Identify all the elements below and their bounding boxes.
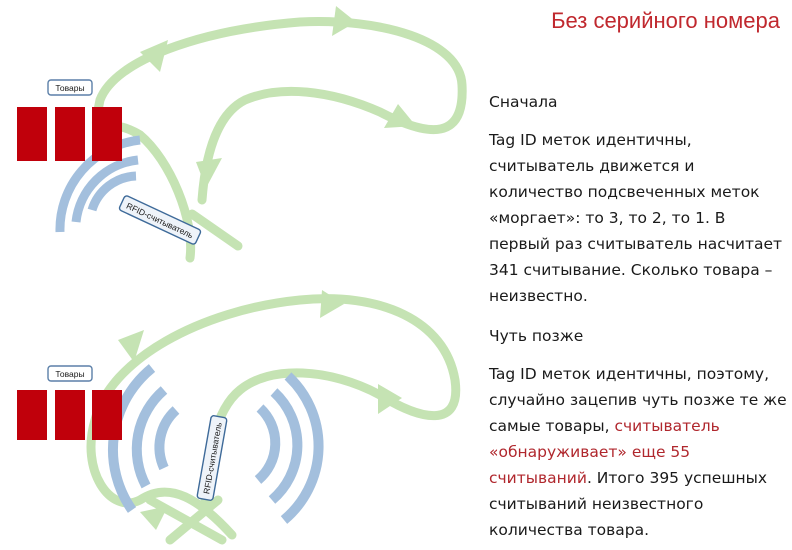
goods-box xyxy=(55,390,85,440)
bottom-scene: Товары RFID-считыватель xyxy=(17,290,461,545)
block-text: Tag ID меток идентичны, поэтому, случайн… xyxy=(489,361,789,543)
text-block-later: Чуть позже Tag ID меток идентичны, поэто… xyxy=(489,323,789,543)
block-heading: Сначала xyxy=(489,93,558,111)
arrow-head-icon xyxy=(140,40,168,72)
top-scene: Товары RFID-считыватель xyxy=(17,6,467,263)
block-text: Tag ID меток идентичны, считыватель движ… xyxy=(489,131,783,305)
rfid-diagram: Товары RFID-считыватель xyxy=(17,6,467,545)
rfid-waves-bottom-right xyxy=(254,372,324,524)
rfid-waves-top xyxy=(55,135,141,233)
text-block-first: Сначала Tag ID меток идентичны, считыват… xyxy=(489,89,789,309)
block-text-after: . Итого 395 успешных считываний неизвест… xyxy=(489,469,768,539)
block-text-before: Tag ID меток идентичны, поэтому, случайн… xyxy=(489,365,787,435)
goods-label: Товары xyxy=(55,83,84,93)
block-heading: Чуть позже xyxy=(489,327,584,345)
highlight-text: считыватель «обнаруживает» еще 55 считыв… xyxy=(489,417,720,487)
goods-label: Товары xyxy=(55,369,84,379)
goods-box xyxy=(92,107,122,161)
goods-box xyxy=(17,390,47,440)
arrow-head-icon xyxy=(332,6,356,36)
page-title: Без серийного номера xyxy=(551,8,780,33)
goods-box xyxy=(17,107,47,161)
arrow-head-icon xyxy=(378,384,402,414)
arrow-head-icon xyxy=(320,290,344,318)
arrow-head-icon xyxy=(196,158,222,188)
reader-path-bottom xyxy=(86,294,461,540)
goods-box xyxy=(55,107,85,161)
goods-box xyxy=(92,390,122,440)
arrow-head-icon xyxy=(140,506,168,530)
arrow-head-icon xyxy=(384,104,416,128)
arrow-head-icon xyxy=(118,330,144,362)
